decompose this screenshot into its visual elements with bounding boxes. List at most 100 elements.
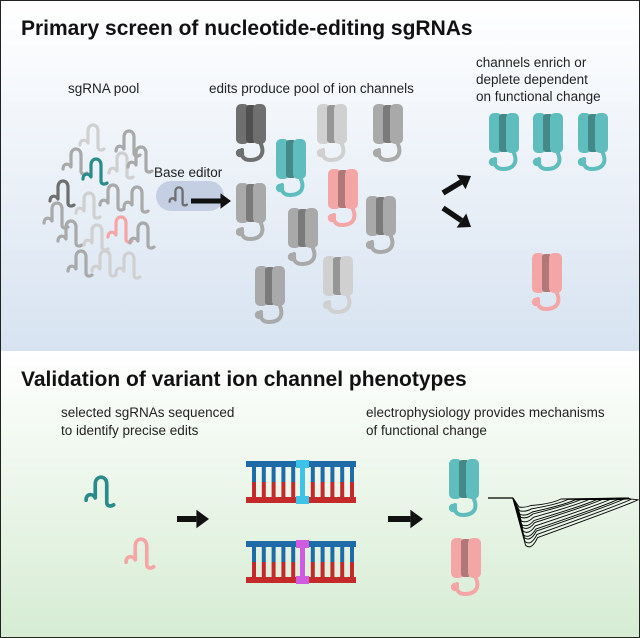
base-editor-label: Base editor [154,165,223,180]
dna-base-pair-bottom [281,562,286,577]
channel-subunit-right [466,459,479,499]
channel-subunit-right [253,104,266,144]
selected-sgrna-pink-icon [124,537,156,570]
pool-ion-channel-icon [372,104,403,163]
channel-subunit-right [390,104,403,144]
dna-base-pair-bottom [310,562,315,577]
dna-base-pair-top [320,547,325,562]
edits-label: edits produce pool of ion channels [209,81,414,96]
dna-base-pair-bottom [330,482,335,497]
sgrna-strand [48,179,76,208]
dna-base-pair-bottom [350,482,354,497]
dna-base-pair-bottom [330,562,335,577]
channel-subunit-left [533,113,546,153]
channel-ball [254,310,264,320]
current-traces [488,497,639,548]
sgrna-strand [98,183,126,212]
pool-sgrna-icon [128,221,156,250]
pool-sgrna-icon [42,201,70,230]
channel-subunit-right [383,196,396,236]
sgrna-strand [124,537,156,570]
sgrna-strand [61,147,89,176]
channel-subunit-right [550,113,563,153]
channel-subunit-left [532,253,545,293]
deplete-arrow-shaft [441,205,463,223]
channel-subunit-left [449,459,462,499]
pool-sgrna-icon [81,157,109,186]
channel-subunit-left [328,169,341,209]
channel-subunit-left [489,113,502,153]
sgrna-strand [78,123,106,152]
dna-base-pair-bottom [281,482,286,497]
dna-base-pair-bottom [320,562,325,577]
current-trace [512,498,639,548]
deplete-arrow-head [456,213,471,228]
current-trace [512,497,630,540]
depleted-channel-icon [531,253,562,312]
screen-panel-background [1,1,639,351]
dna-base-pair-bottom [340,562,345,577]
base-editor-arrow-head [220,193,231,209]
sgrna-strand [90,249,118,278]
sgrna-strand [74,191,102,220]
channel-ball [235,148,245,158]
channel-subunit-left [255,266,268,306]
enrich-arrow-head [456,174,471,190]
pool-sgrna-icon [107,151,135,180]
current-trace [512,498,630,537]
pool-sgrna-icon [56,219,84,248]
sgrna-pool-label: sgRNA pool [68,81,139,96]
sgrna-strand [168,186,189,207]
enriched-channel-icon [488,113,519,172]
channel-ball [316,148,326,158]
current-trace [512,497,630,523]
channel-ball [531,297,541,307]
dna-base-pair-bottom [291,562,296,577]
enrich-label: channels enrich or deplete dependent on … [476,55,601,104]
dna-base-pair-bottom [261,562,266,577]
dna-base-pair-top [281,467,286,482]
sequencing-arrow [177,509,209,529]
dna-edit-marker-bottom [296,496,309,504]
dna-edited-base [300,547,305,577]
pool-sgrna-icon [48,179,76,208]
sgrna-strand [81,157,109,186]
sgrna-strand [66,249,94,278]
sequenced-label-line-1: selected sgRNAs sequenced [61,405,234,420]
enriched-channel-icon [577,113,608,172]
pool-ion-channel-icon [235,104,266,163]
channel-subunit-right [549,253,562,293]
channel-ball [450,582,460,592]
screen-title: Primary screen of nucleotide-editing sgR… [21,17,473,40]
current-trace [512,498,630,516]
current-trace [512,497,630,508]
channel-subunit-right [253,183,266,223]
selected-sgrnas [84,475,156,570]
ephys-label-line-1: electrophysiology provides mechanisms [366,405,605,420]
channel-subunit-left [288,208,301,248]
dna-base-pair-bottom [271,562,276,577]
channel-subunit-right [272,266,285,306]
sgrna-strand [42,201,70,230]
dna-base-pair-bottom [291,482,296,497]
sgrna-strand [126,145,154,174]
sequenced-label: selected sgRNAs sequenced to identify pr… [61,405,238,438]
current-trace [512,498,630,527]
channel-subunit-left [373,104,386,144]
ephys-label-line-2: of functional change [366,423,487,438]
sgrna-strand [114,251,142,280]
dna-base-pair-top [350,467,354,482]
channel-subunit-right [506,113,519,153]
dna-base-pair-top [261,467,266,482]
channel-ball [327,213,337,223]
dna-duplex-edit-1 [246,460,356,504]
dna-base-pair-bottom [340,482,345,497]
channel-ball [448,503,458,513]
pool-sgrna-icon [90,249,118,278]
sequencing-arrow-head [196,509,209,529]
sgrna-strand [56,219,84,248]
pool-sgrna-icon [122,185,150,214]
pool-ion-channel-icon [287,208,318,267]
pool-ion-channel-icon [365,196,396,255]
